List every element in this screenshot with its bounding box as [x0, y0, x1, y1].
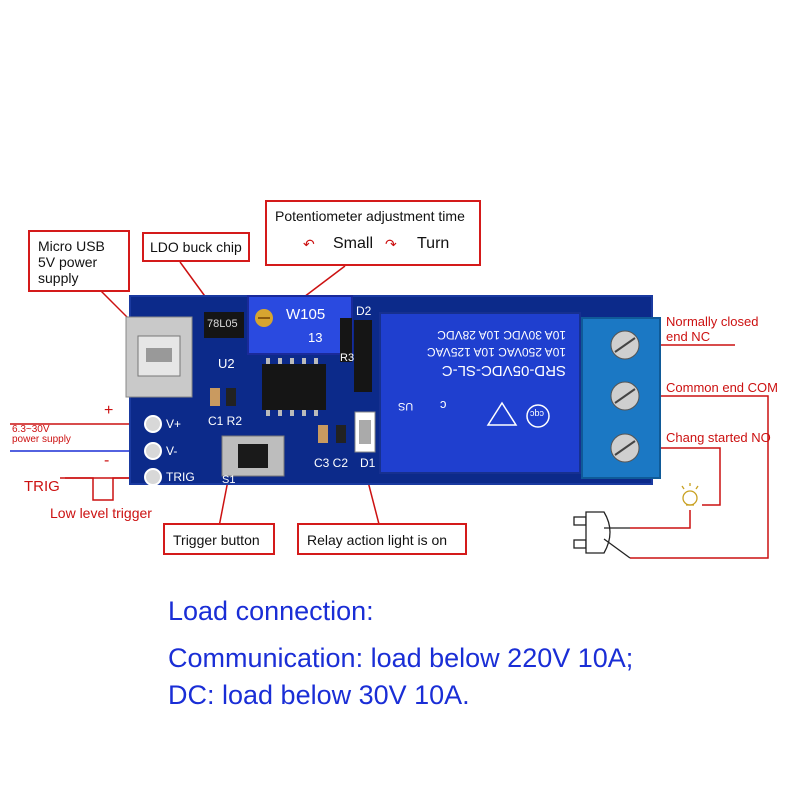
relay	[379, 312, 581, 474]
minus-sign: -	[104, 452, 110, 469]
lamp-icon	[681, 483, 699, 506]
nc-label-line1: Normally closed	[666, 314, 759, 329]
relay-light-callout: Relay action light is on	[297, 523, 467, 555]
trigger-button-callout: Trigger button	[163, 523, 275, 555]
pot-small-arrow: ↶	[303, 236, 315, 252]
pin-label-vminus: V-	[166, 444, 178, 458]
relay-rating-dc: 10A 30VDC 10A 28VDC	[437, 328, 566, 342]
potentiometer-callout: Potentiometer adjustment time ↶ Small ↷ …	[265, 200, 481, 266]
trigger-button-label: Trigger button	[173, 532, 260, 548]
micro-usb-line1: Micro USB	[38, 238, 105, 254]
label-d2: D2	[356, 304, 372, 318]
nc-label-line2: end NC	[666, 329, 711, 344]
timer-ic	[262, 358, 326, 416]
relay-model: SRD-05VDC-SL-C	[441, 362, 566, 379]
trig-label: TRIG	[24, 478, 60, 495]
plug-icon	[573, 511, 631, 559]
pot-marking: W105	[286, 306, 326, 323]
label-c1-r2: C1 R2	[208, 414, 243, 428]
load-connection-title: Load connection:	[168, 596, 374, 626]
micro-usb-port	[125, 316, 193, 398]
trigger-switch	[221, 435, 285, 477]
pot-leader	[299, 265, 346, 301]
label-u2: U2	[218, 356, 235, 371]
pot-title: Potentiometer adjustment time	[275, 208, 465, 224]
low-level-pulse	[65, 477, 145, 501]
ldo-chip	[204, 312, 244, 338]
potentiometer	[247, 295, 353, 355]
label-d1: D1	[360, 456, 376, 470]
no-leader	[630, 447, 721, 506]
no-down-leader	[630, 510, 691, 529]
pot-small: Small	[333, 235, 374, 252]
pot-turn: Turn	[417, 235, 450, 252]
pot-number: 13	[308, 330, 323, 345]
micro-usb-line3: supply	[38, 270, 79, 286]
relay-cqc-mark: cqc	[530, 409, 545, 419]
pin-header	[144, 415, 162, 486]
ldo-callout: LDO buck chip	[142, 232, 250, 262]
terminal-block	[581, 317, 661, 479]
com-leader	[630, 395, 769, 559]
ldo-chip-marking: 78L05	[207, 318, 238, 330]
label-c3-c2: C3 C2	[314, 456, 349, 470]
relay-c-mark: c	[440, 398, 447, 413]
micro-usb-callout: Micro USB 5V power supply	[28, 230, 130, 292]
micro-usb-line2: 5V power	[38, 254, 98, 270]
pot-turn-arrow: ↷	[385, 236, 397, 252]
relay-printing: SRD-05VDC-SL-C 10A 250VAC 10A 125VAC 10A…	[396, 326, 566, 380]
label-r3: R3	[340, 352, 355, 364]
relay-us-mark: US	[398, 400, 414, 412]
pin-label-trig: TRIG	[166, 470, 195, 484]
supply-voltage-label: 6.3~30V	[12, 424, 50, 435]
low-level-trigger-label: Low level trigger	[50, 505, 152, 521]
load-connection-dc: DC: load below 30V 10A.	[168, 680, 470, 710]
relay-rating-ac: 10A 250VAC 10A 125VAC	[427, 345, 566, 359]
load-connection-ac: Communication: load below 220V 10A;	[168, 643, 634, 673]
relay-light-label: Relay action light is on	[307, 532, 448, 548]
no-label: Chang started NO	[666, 430, 771, 445]
label-s1: S1	[222, 474, 236, 486]
cqc-mark	[486, 401, 550, 428]
ldo-label: LDO buck chip	[150, 239, 242, 255]
smd-components	[210, 318, 376, 453]
com-label: Common end COM	[666, 380, 778, 395]
supply-text-label: power supply	[12, 434, 71, 445]
pin-label-vplus: V+	[166, 417, 182, 431]
plus-sign: +	[104, 402, 114, 419]
